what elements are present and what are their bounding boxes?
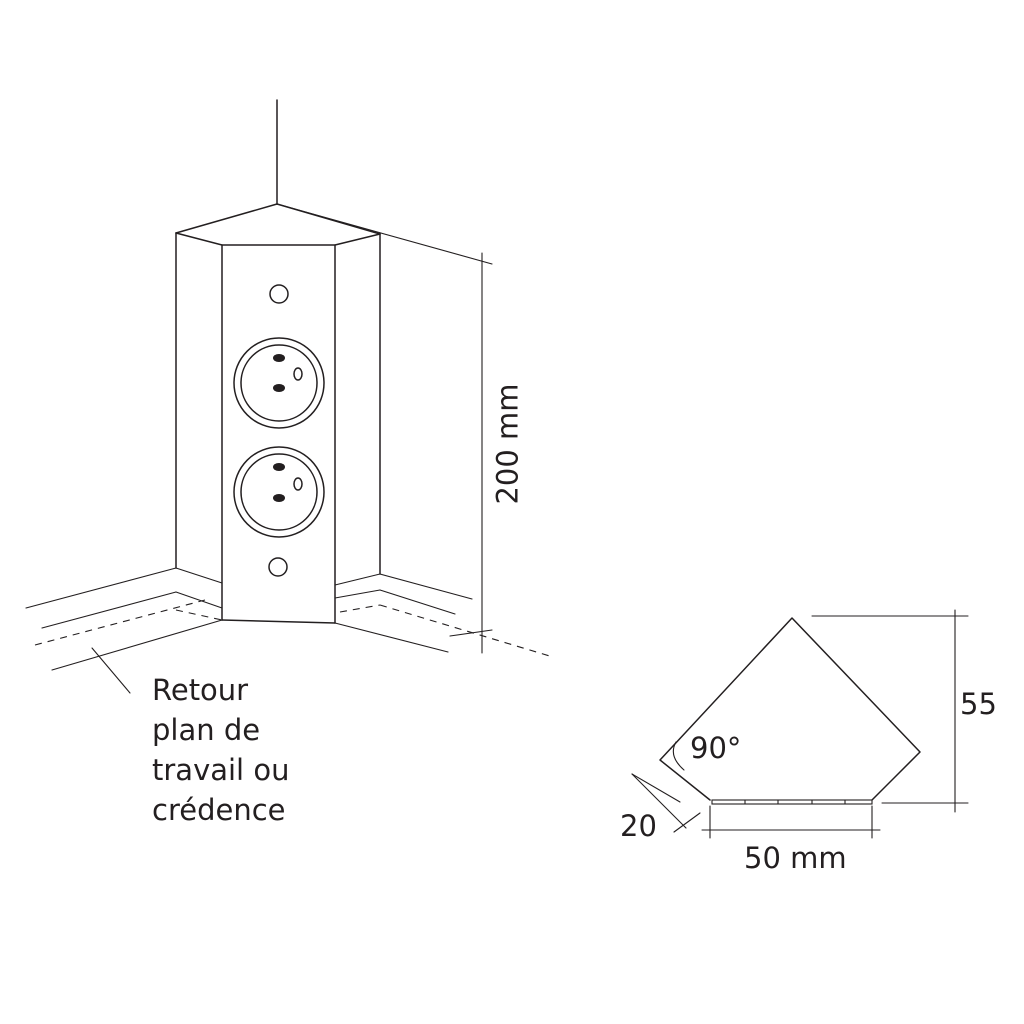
worktop-note: Retour plan de travail ou crédence <box>152 670 289 830</box>
power-outlet-bottom <box>233 446 325 538</box>
worktop-leader-line <box>91 647 131 694</box>
worktop-note-line-2: plan de <box>152 713 261 747</box>
height-dimension-lines <box>276 203 493 654</box>
worktop-note-line-1: Retour <box>152 673 249 707</box>
worktop-left <box>25 567 223 671</box>
worktop-note-line-4: crédence <box>152 793 286 827</box>
power-outlet-top <box>233 337 325 429</box>
worktop-note-line-3: travail ou <box>152 753 290 787</box>
depth-dimension-lines <box>811 609 969 813</box>
depth-dimension-label: 55 <box>960 687 997 721</box>
height-dimension-label: 200 mm <box>490 383 525 505</box>
angle-label: 90° <box>690 731 742 765</box>
worktop-right <box>334 573 554 658</box>
socket-front-face <box>221 244 336 624</box>
top-view-outline <box>659 617 921 805</box>
front-width-dimension-label: 50 mm <box>744 841 847 875</box>
front-width-dimension-lines <box>701 805 881 839</box>
socket-left-face <box>175 232 223 621</box>
screw-hole-bottom <box>268 557 288 577</box>
side-dimension-lines <box>631 773 701 833</box>
screw-hole-top <box>269 284 289 304</box>
side-dimension-label: 20 <box>620 809 657 843</box>
angle-arc <box>672 741 685 771</box>
